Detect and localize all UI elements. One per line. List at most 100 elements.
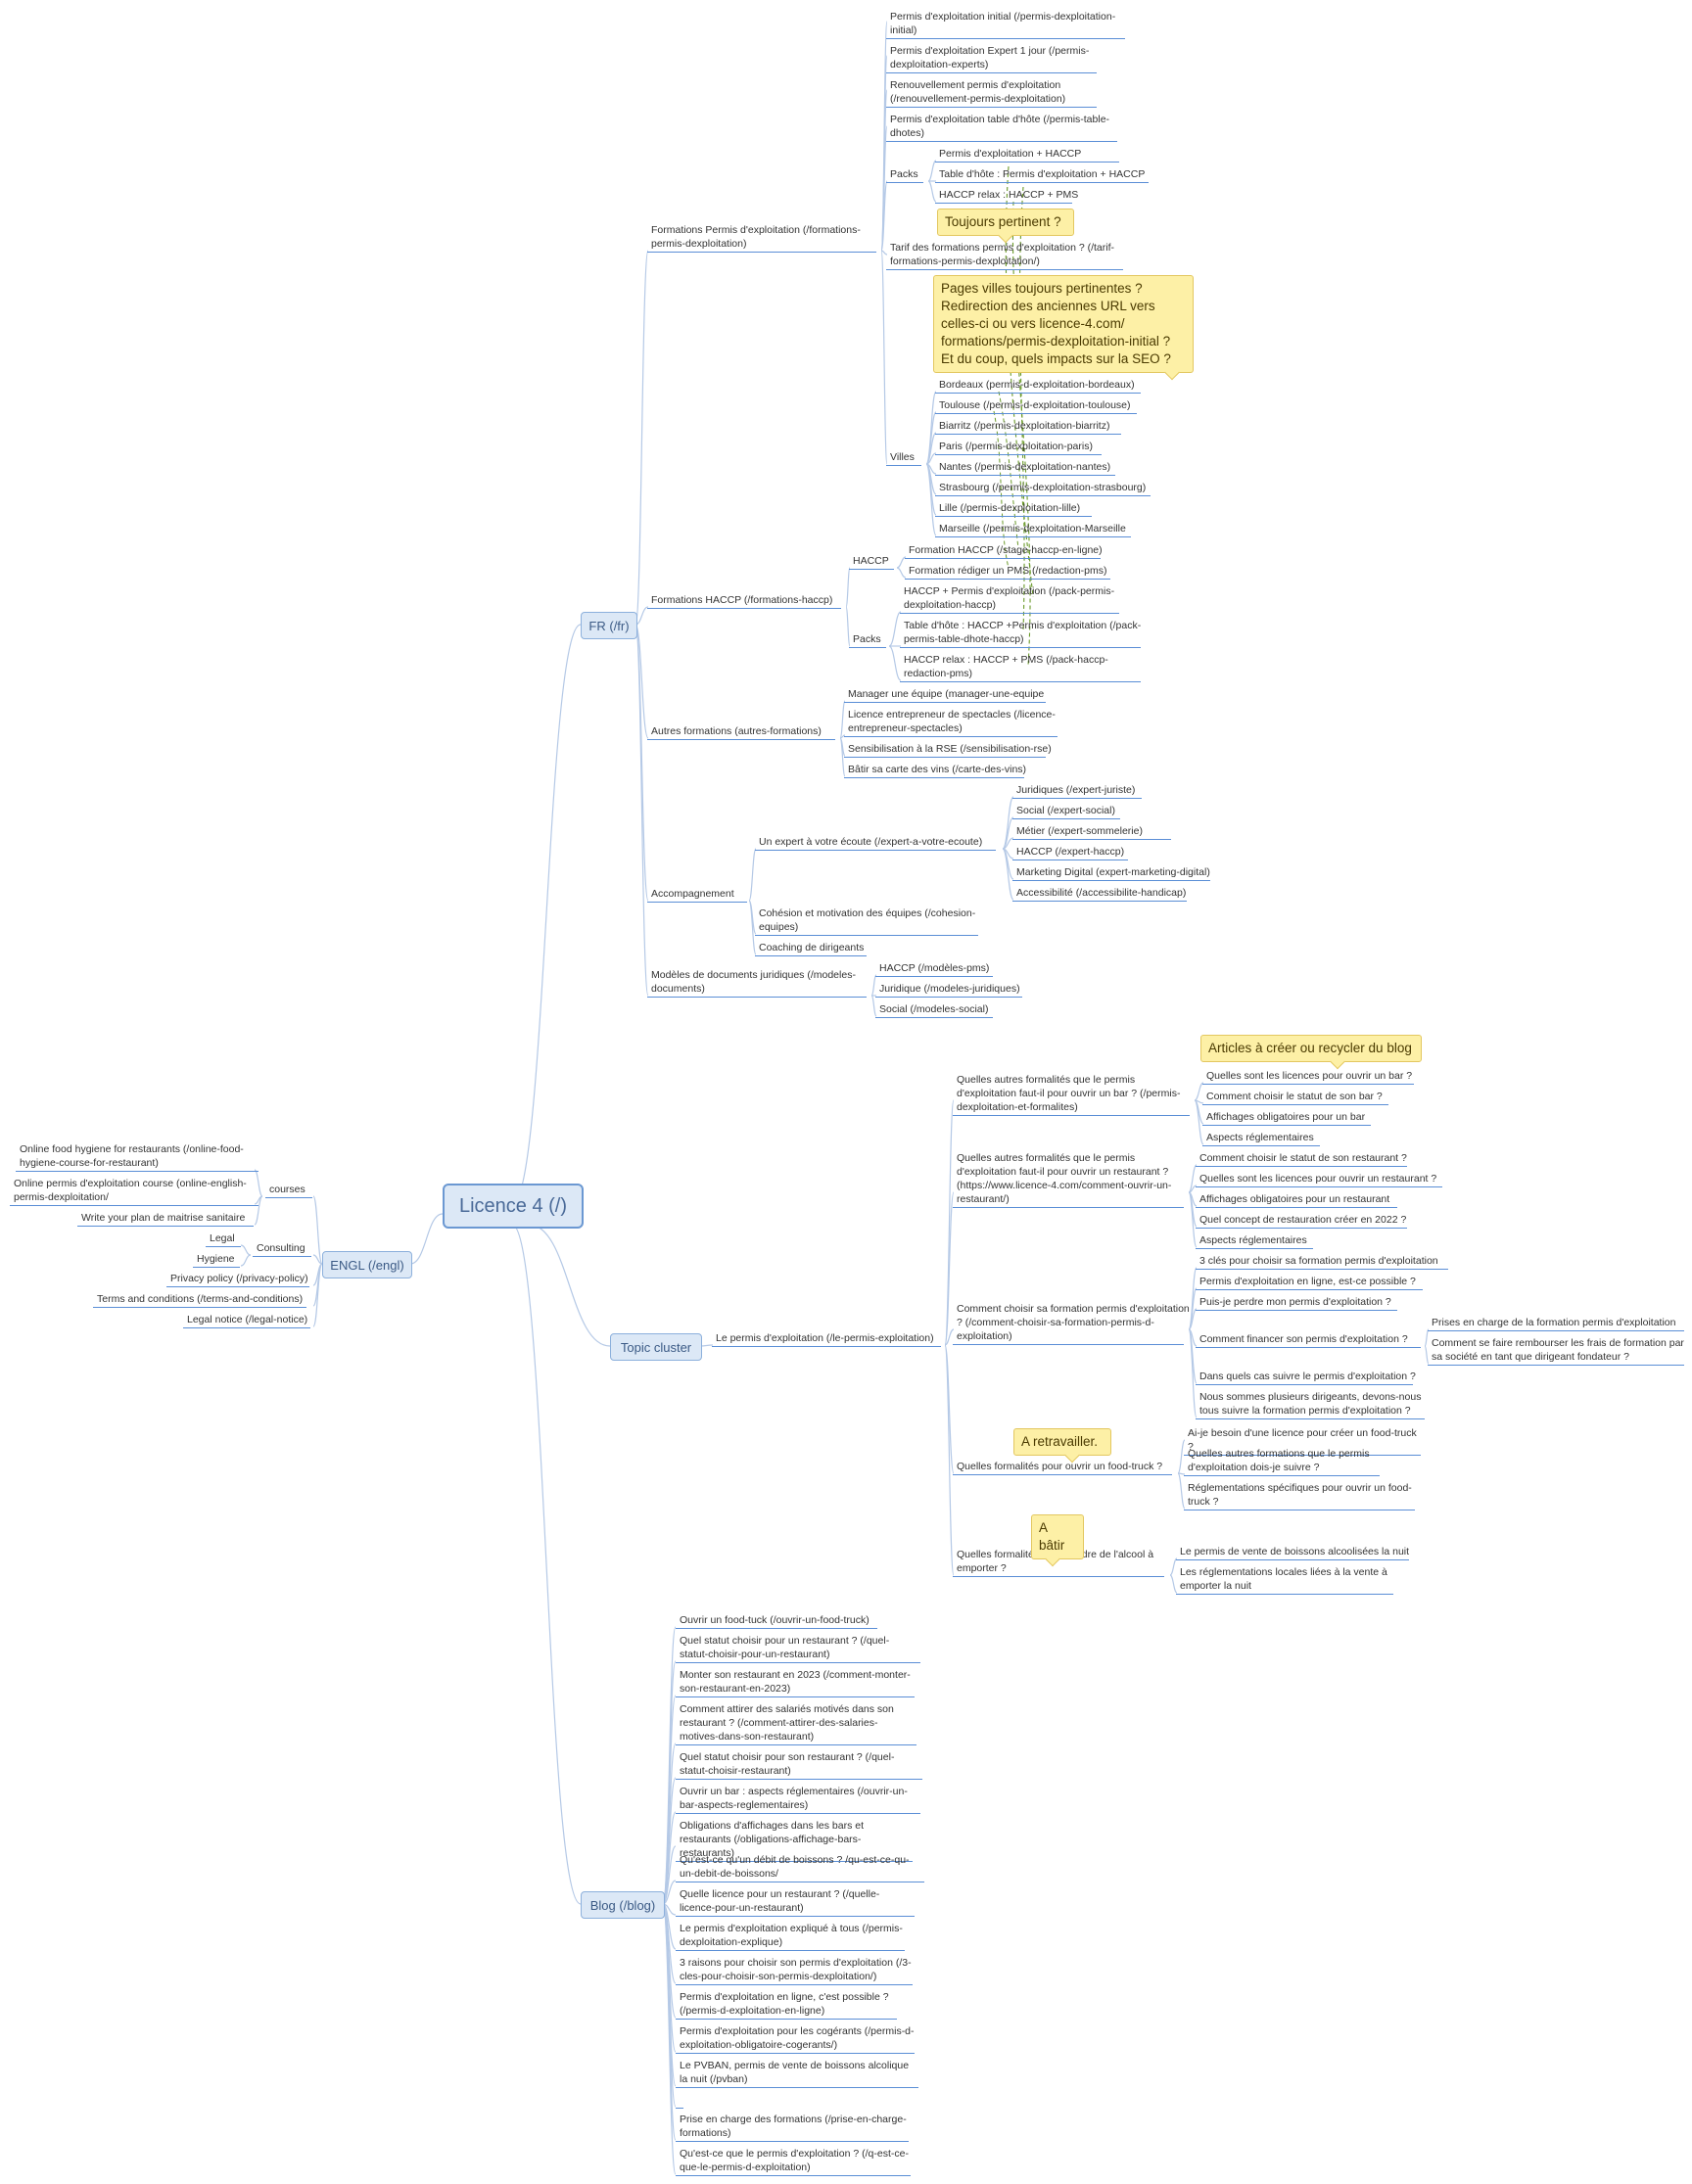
node-bar-item[interactable]: Aspects réglementaires (1202, 1131, 1402, 1146)
node-haccp-item[interactable]: Formation rédiger un PMS (/redaction-pms… (905, 564, 1124, 580)
node-haccp-pack[interactable]: Table d'hôte : HACCP +Permis d'exploitat… (900, 619, 1149, 648)
node-coaching[interactable]: Coaching de dirigeants (755, 941, 896, 956)
node-modeles-item[interactable]: Social (/modeles-social) (875, 1002, 1016, 1018)
node-blog-item[interactable]: Quelle licence pour un restaurant ? (/qu… (676, 1887, 915, 1917)
node-foodtruck-item[interactable]: Ai-je besoin d'une licence pour créer un… (1184, 1426, 1423, 1456)
node-blog-item[interactable]: Ouvrir un food-tuck (/ouvrir-un-food-tru… (676, 1613, 915, 1629)
node-ville[interactable]: Toulouse (/permis-d-exploitation-toulous… (935, 398, 1154, 414)
node-blog-item[interactable]: Permis d'exploitation pour les cogérants… (676, 2024, 915, 2054)
node-resto-item[interactable]: Quel concept de restauration créer en 20… (1196, 1213, 1425, 1229)
node-financer-item[interactable]: Comment se faire rembourser les frais de… (1428, 1336, 1686, 1366)
callout-retravailler[interactable]: A retravailler. (1013, 1428, 1111, 1464)
node-ville[interactable]: Paris (/permis-dexploitation-paris) (935, 440, 1154, 455)
node-blog-item[interactable]: Le permis d'exploitation expliqué à tous… (676, 1922, 915, 1951)
node-blog-item[interactable]: Qu'est-ce qu'un débit de boissons ? /qu-… (676, 1853, 924, 1882)
node-foodtruck-item[interactable]: Réglementations spécifiques pour ouvrir … (1184, 1481, 1423, 1510)
callout-articles[interactable]: Articles à créer ou recycler du blog (1200, 1035, 1422, 1070)
branch-engl[interactable]: ENGL (/engl) (322, 1251, 412, 1278)
node-q-bar[interactable]: Quelles autres formalités que le permis … (953, 1073, 1192, 1116)
node-choisir-item[interactable]: Dans quels cas suivre le permis d'exploi… (1196, 1370, 1444, 1385)
node-pe-item[interactable]: Permis d'exploitation Expert 1 jour (/pe… (886, 44, 1101, 73)
callout-villes[interactable]: Pages villes toujours pertinentes ? Redi… (933, 275, 1194, 381)
node-tarif[interactable]: Tarif des formations permis d'exploitati… (886, 241, 1125, 270)
node-autres-item[interactable]: Licence entrepreneur de spectacles (/lic… (844, 708, 1063, 737)
node-choisir-item[interactable]: Permis d'exploitation en ligne, est-ce p… (1196, 1275, 1444, 1290)
node-blog-item[interactable]: Monter son restaurant en 2023 (/comment-… (676, 1668, 915, 1697)
node-pack-item[interactable]: HACCP relax : HACCP + PMS (935, 188, 1135, 204)
node-pack-item[interactable]: Table d'hôte : Permis d'exploitation + H… (935, 167, 1164, 183)
node-bar-item[interactable]: Comment choisir le statut de son bar ? (1202, 1090, 1402, 1105)
node-blog-item[interactable]: Ouvrir un bar : aspects réglementaires (… (676, 1785, 920, 1814)
node-expert-item[interactable]: Accessibilité (/accessibilite-handicap) (1012, 886, 1222, 902)
node-course-item[interactable]: Online food hygiene for restaurants (/on… (16, 1142, 258, 1172)
node-packs[interactable]: Packs (886, 167, 923, 183)
node-bar-item[interactable]: Affichages obligatoires pour un bar (1202, 1110, 1402, 1126)
node-haccp-pack[interactable]: HACCP relax : HACCP + PMS (/pack-haccp-r… (900, 653, 1149, 682)
node-blog-item[interactable]: Comment attirer des salariés motivés dan… (676, 1702, 916, 1745)
node-modeles[interactable]: Modèles de documents juridiques (/modele… (647, 968, 867, 998)
node-blog-item[interactable]: 3 raisons pour choisir son permis d'expl… (676, 1956, 915, 1985)
node-blog-item[interactable] (676, 2093, 915, 2109)
node-alcool-item[interactable]: Les réglementations locales liées à la v… (1176, 1565, 1415, 1595)
node-blog-item[interactable]: Qu'est-ce que le permis d'exploitation ?… (676, 2147, 915, 2176)
node-resto-item[interactable]: Affichages obligatoires pour un restaura… (1196, 1192, 1425, 1208)
node-choisir-item[interactable]: Puis-je perdre mon permis d'exploitation… (1196, 1295, 1444, 1311)
callout-batir[interactable]: A bâtir (1031, 1514, 1084, 1567)
branch-topic[interactable]: Topic cluster (610, 1333, 702, 1361)
node-haccp-packs[interactable]: Packs (849, 632, 886, 648)
node-ville[interactable]: Marseille (/permis-dexploitation-Marseil… (935, 522, 1154, 537)
node-course-item[interactable]: Online permis d'exploitation course (onl… (10, 1177, 258, 1206)
node-courses[interactable]: courses (265, 1183, 312, 1198)
root-node[interactable]: Licence 4 (/) (443, 1184, 584, 1229)
node-autres-item[interactable]: Manager une équipe (manager-une-equipe (844, 687, 1063, 703)
node-consulting-item[interactable]: Hygiene (193, 1252, 240, 1268)
callout-toujours[interactable]: Toujours pertinent ? (937, 209, 1074, 244)
node-blog-item[interactable]: Prise en charge des formations (/prise-e… (676, 2113, 915, 2142)
node-blog-item[interactable]: Permis d'exploitation en ligne, c'est po… (676, 1990, 915, 2020)
node-course-item[interactable]: Write your plan de maitrise sanitaire (77, 1211, 267, 1227)
node-haccp-pack[interactable]: HACCP + Permis d'exploitation (/pack-per… (900, 584, 1139, 614)
node-alcool-item[interactable]: Le permis de vente de boissons alcoolisé… (1176, 1545, 1425, 1560)
node-modeles-item[interactable]: HACCP (/modèles-pms) (875, 961, 1016, 977)
node-resto-item[interactable]: Quelles sont les licences pour ouvrir un… (1196, 1172, 1454, 1187)
node-autres-item[interactable]: Sensibilisation à la RSE (/sensibilisati… (844, 742, 1063, 758)
node-haccp-item[interactable]: Formation HACCP (/stage-haccp-en-ligne) (905, 543, 1124, 559)
node-pack-item[interactable]: Permis d'exploitation + HACCP (935, 147, 1135, 163)
node-pillar[interactable]: Le permis d'exploitation (/le-permis-exp… (712, 1331, 961, 1347)
node-pe-item[interactable]: Permis d'exploitation table d'hôte (/per… (886, 113, 1125, 142)
node-foodtruck-item[interactable]: Quelles autres formations que le permis … (1184, 1447, 1393, 1476)
node-modeles-item[interactable]: Juridique (/modeles-juridiques) (875, 982, 1036, 998)
node-blog-item[interactable]: Le PVBAN, permis de vente de boissons al… (676, 2059, 918, 2088)
node-expert-item[interactable]: Marketing Digital (expert-marketing-digi… (1012, 865, 1222, 881)
branch-fr[interactable]: FR (/fr) (581, 612, 637, 639)
node-choisir-item[interactable]: Nous sommes plusieurs dirigeants, devons… (1196, 1390, 1425, 1419)
node-formations-pe[interactable]: Formations Permis d'exploitation (/forma… (647, 223, 876, 253)
node-ville[interactable]: Strasbourg (/permis-dexploitation-strasb… (935, 481, 1164, 496)
node-resto-item[interactable]: Comment choisir le statut de son restaur… (1196, 1151, 1425, 1167)
node-pe-item[interactable]: Renouvellement permis d'exploitation (/r… (886, 78, 1101, 108)
node-expert-item[interactable]: Juridiques (/expert-juriste) (1012, 783, 1163, 799)
node-financer-item[interactable]: Prises en charge de la formation permis … (1428, 1316, 1686, 1331)
node-privacy[interactable]: Privacy policy (/privacy-policy) (166, 1272, 317, 1287)
node-autres[interactable]: Autres formations (autres-formations) (647, 724, 837, 740)
node-blog-item[interactable]: Obligations d'affichages dans les bars e… (676, 1819, 915, 1862)
node-bar-item[interactable]: Quelles sont les licences pour ouvrir un… (1202, 1069, 1432, 1085)
node-expert[interactable]: Un expert à votre écoute (/expert-a-votr… (755, 835, 996, 851)
node-legal-notice[interactable]: Legal notice (/legal-notice) (183, 1313, 324, 1328)
node-cohesion[interactable]: Cohésion et motivation des équipes (/coh… (755, 906, 994, 936)
node-haccp[interactable]: HACCP (849, 554, 894, 570)
node-expert-item[interactable]: Social (/expert-social) (1012, 804, 1163, 819)
node-blog-item[interactable]: Quel statut choisir pour un restaurant ?… (676, 1634, 920, 1663)
node-expert-item[interactable]: HACCP (/expert-haccp) (1012, 845, 1163, 860)
node-expert-item[interactable]: Métier (/expert-sommelerie) (1012, 824, 1171, 840)
node-ville[interactable]: Lille (/permis-dexploitation-lille) (935, 501, 1154, 517)
node-choisir-item[interactable]: 3 clés pour choisir sa formation permis … (1196, 1254, 1464, 1270)
node-formations-haccp[interactable]: Formations HACCP (/formations-haccp) (647, 593, 847, 609)
node-terms[interactable]: Terms and conditions (/terms-and-conditi… (93, 1292, 312, 1308)
node-q-choisir[interactable]: Comment choisir sa formation permis d'ex… (953, 1302, 1192, 1345)
node-ville[interactable]: Bordeaux (permis-d-exploitation-bordeaux… (935, 378, 1154, 394)
node-pe-item[interactable]: Permis d'exploitation initial (/permis-d… (886, 10, 1125, 39)
node-q-foodtruck[interactable]: Quelles formalités pour ouvrir un food-t… (953, 1460, 1182, 1475)
node-consulting[interactable]: Consulting (253, 1241, 315, 1257)
node-choisir-item[interactable]: Comment financer son permis d'exploitati… (1196, 1332, 1444, 1348)
